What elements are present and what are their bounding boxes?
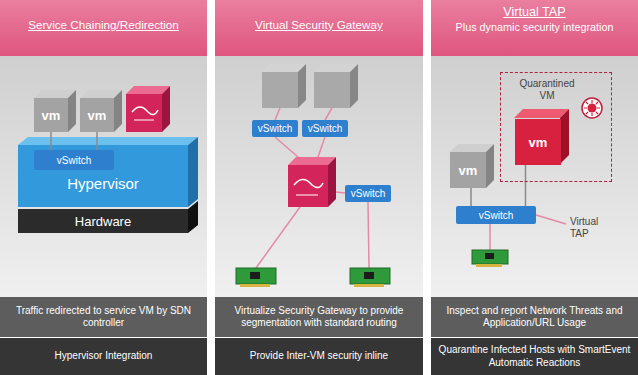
description-band: Virtualize Security Gateway to provide s… [215,297,423,337]
description-band: Traffic redirected to service VM by SDN … [0,297,207,337]
vswitch-box: vSwitch [456,206,536,224]
node-text: Plus dynamic security integration [455,21,615,33]
vm-cube [314,64,358,108]
node-text: vSwitch [308,123,342,134]
panel-grounds [0,0,638,297]
node-text: vSwitch [258,123,292,134]
panel: Virtual TAP Plus dynamic security integra… [431,0,638,297]
node-text: vm [42,108,61,123]
vm-box: vm [34,98,68,132]
connector-line [50,132,52,150]
vswitch-box: vSwitch [302,120,348,137]
vm-cube-faces [34,90,122,132]
header-band [431,0,638,56]
vswitch-box: vSwitch [34,150,114,170]
hardware-side [188,201,198,233]
vm-cube-faces [450,144,494,188]
panel: Virtual Security Gateway vSwitch vSwitch vS… [215,0,423,297]
nic-card [236,268,276,287]
node-text: vSwitch [57,155,91,166]
description-band: Inspect and report Network Threats and A… [431,297,638,337]
quarantine-zone: Quarantined VM vm [500,72,612,182]
vswitch-box: vSwitch [252,120,298,137]
header-band [215,0,423,56]
node-text: Quarantined VM [515,78,579,102]
panel-body [431,56,638,297]
feature-band: Quarantine Infected Hosts with SmartEven… [431,338,638,375]
cloudguard-cube [288,157,336,207]
hardware-layer: Hardware [18,209,188,233]
node-text: Virtual Security Gateway [255,18,383,31]
vm-box: vm [450,152,486,188]
quarantined-cube-faces [514,109,569,164]
node-text: vSwitch [351,188,385,199]
hypervisor-slab [18,137,198,207]
feature-band: Provide Inter-VM security inline [215,338,423,375]
cloudguard-cube [126,86,170,132]
panel-body [215,56,423,297]
node-text: Hypervisor Integration [55,350,153,363]
header-band [0,0,207,56]
node-text: Virtualize Security Gateway to provide s… [221,305,417,330]
panel-body [0,56,207,297]
vm-box: vm [80,98,114,132]
node-text: vm [529,135,548,150]
connector-line [525,165,527,206]
node-text: Virtual TAP [503,5,565,19]
quarantined-vm-box: vm [515,119,561,165]
tap-leader [536,215,566,224]
tap-label: Virtual TAP [570,216,614,240]
feature-band: Hypervisor Integration [0,338,207,375]
node-text: Inspect and report Network Threats and A… [437,305,632,330]
node-text: Traffic redirected to service VM by SDN … [6,305,201,330]
hypervisor-layer: Hypervisor vSwitch [18,145,188,207]
node-text: Service Chaining/Redirection [28,18,179,31]
label-text: Virtual TAP [570,216,598,239]
connector-line [96,132,98,150]
node-text: vm [459,163,478,178]
nic-card [472,250,508,267]
node-text: vSwitch [479,210,513,221]
nic-card [350,268,390,287]
panel: Service Chaining/Redirection vm vmHypervis… [0,0,207,297]
node-text: Provide Inter-VM security inline [250,350,388,363]
node-text: vm [88,108,107,123]
node-text: Hypervisor [67,175,139,192]
node-text: Quarantine Infected Hosts with SmartEven… [437,344,632,369]
vswitch-box: vSwitch [345,185,391,202]
virus-icon [582,98,602,118]
connector-line [470,188,472,206]
node-text: Hardware [75,214,131,229]
vm-cube [262,64,306,108]
